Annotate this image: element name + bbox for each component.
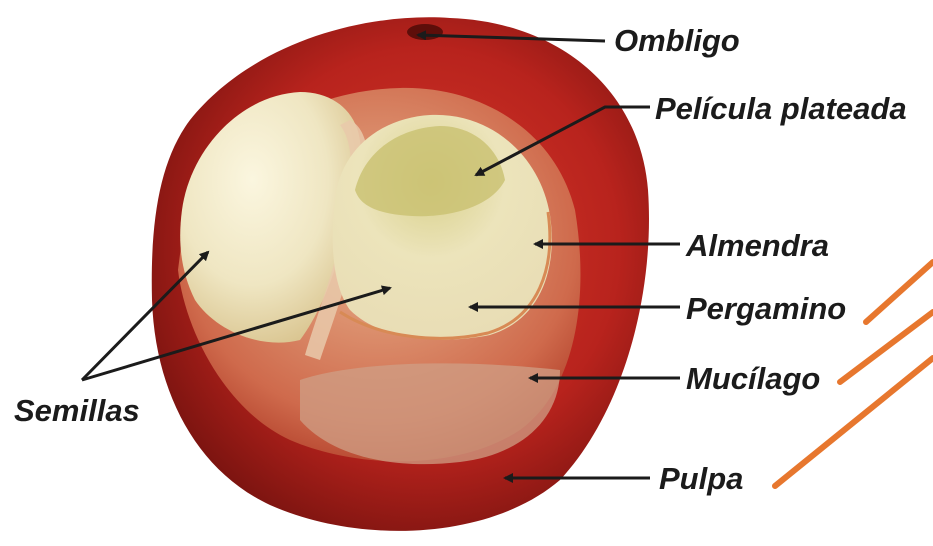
label-mucilago: Mucílago <box>686 363 820 394</box>
label-ombligo: Ombligo <box>614 25 740 56</box>
label-pulpa: Pulpa <box>659 463 743 494</box>
label-pergamino: Pergamino <box>686 293 846 324</box>
label-almendra: Almendra <box>686 230 829 261</box>
label-semillas: Semillas <box>14 395 140 426</box>
label-pelicula-plateada: Película plateada <box>655 93 907 124</box>
orange-stroke-1 <box>866 262 933 322</box>
navel <box>407 24 443 40</box>
